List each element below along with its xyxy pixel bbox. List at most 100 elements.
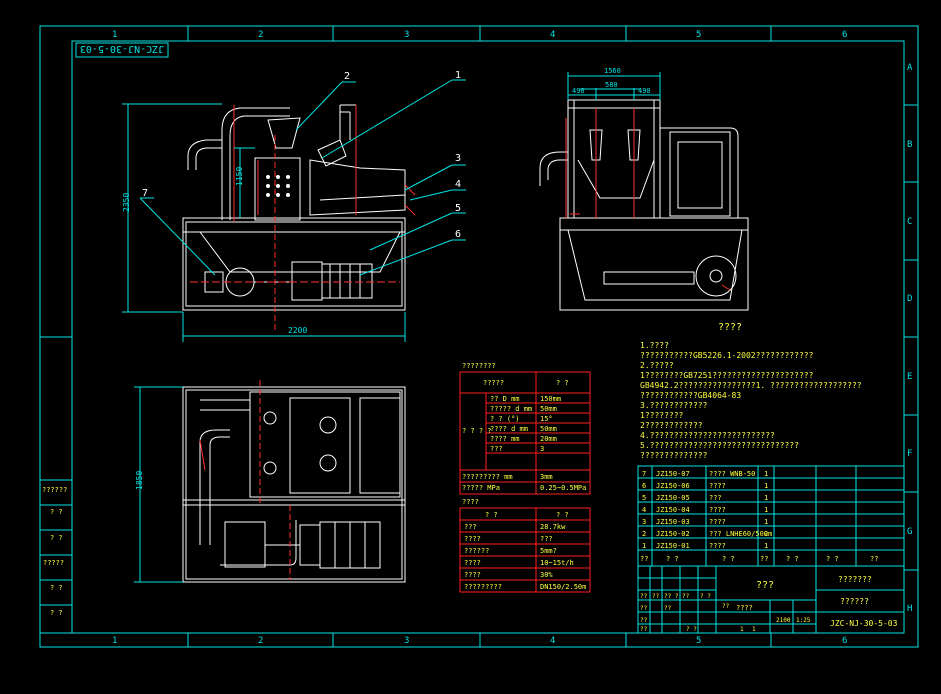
front-view (182, 104, 416, 330)
bom-row-1-no: 1 (642, 542, 646, 550)
row-label-F: F (907, 449, 912, 459)
tt1-header-value: ? ? (556, 379, 569, 387)
bom-row-7-qty: 1 (764, 470, 768, 478)
bom-row-4-name: ???? (709, 506, 726, 514)
tt1-row-8-value: 0.25~0.5MPa (540, 484, 586, 492)
col-label-top-6: 6 (842, 30, 847, 40)
callout-6: 6 (455, 229, 461, 240)
row-label-G: G (907, 527, 912, 537)
note-line-1: 1.???? (640, 341, 669, 350)
col-label-bot-3: 3 (404, 636, 409, 646)
top-view-dimensions (134, 386, 183, 583)
bom-table (637, 465, 905, 567)
title-company: ??????? (838, 575, 872, 584)
callout-4: 4 (455, 179, 461, 190)
tech-table-2-title: ???? (462, 498, 479, 506)
bom-row-4-code: JZ150-04 (656, 506, 690, 514)
tech-table-2 (459, 507, 591, 593)
title-drawing-name: ?????? (840, 597, 869, 606)
tt1-header-label: ????? (483, 379, 504, 387)
tt1-row-1-value: 150mm (540, 395, 561, 403)
tb-label-2: ?? (652, 593, 660, 600)
tb-label-12: 1 (740, 626, 744, 633)
col-label-top-2: 2 (258, 30, 263, 40)
side-view-hidden (565, 108, 731, 291)
tb-label-13: 1 (752, 626, 756, 633)
bom-header-remark: ?? (870, 555, 878, 563)
bom-row-4-no: 4 (642, 506, 646, 514)
note-line-9: 2???????????? (640, 421, 703, 430)
tt2-row-6-value: DN150/2.50m (540, 583, 586, 591)
callout-5: 5 (455, 203, 461, 214)
top-view-hidden (199, 380, 291, 580)
bom-row-7-no: 7 (642, 470, 646, 478)
tt2-row-4-label: ???? (464, 559, 481, 567)
note-line-4: 1????????GB7251????????????????????? (640, 371, 814, 380)
tt1-row-4-value: 50mm (540, 425, 557, 433)
left-strip-1: ?????? (42, 486, 67, 494)
callout-numbers: 1 2 3 4 5 6 7 (142, 70, 461, 240)
row-label-E: E (907, 372, 912, 382)
bom-row-6-no: 6 (642, 482, 646, 490)
left-strip (39, 479, 73, 634)
callout-2: 2 (344, 71, 350, 82)
callout-3: 3 (455, 153, 461, 164)
tt2-row-1-value: 28.7kw (540, 523, 566, 531)
note-line-8: 1???????? (640, 411, 684, 420)
tb-label-4: ?? (682, 593, 690, 600)
dim-height-upper: 1150 (235, 167, 244, 186)
callouts (139, 79, 466, 276)
bom-row-2-qty: 2 (764, 530, 768, 538)
bom-header-mat: ? ? (786, 555, 799, 563)
bom-row-7-name: ???? WNB-50 (709, 470, 755, 478)
title-block (637, 565, 905, 634)
col-label-top-3: 3 (404, 30, 409, 40)
dim-width: 2200 (288, 326, 307, 335)
tt1-row-3-value: 15° (540, 415, 553, 423)
bom-row-2-no: 2 (642, 530, 646, 538)
tt1-row-6-value: 3 (540, 445, 544, 453)
grid-labels: 1 2 3 4 5 6 1 2 3 4 5 6 A B C D E F G H (112, 30, 913, 646)
bom-row-3-qty: 1 (764, 518, 768, 526)
tt1-row-2-value: 50mm (540, 405, 557, 413)
col-label-top-5: 5 (696, 30, 701, 40)
bom-row-2-name: ??? LNHE60/500m (709, 530, 772, 538)
left-strip-6: ? ? (50, 609, 63, 617)
bom-row-2-code: JZ150-02 (656, 530, 690, 538)
bom-row-3-code: JZ150-03 (656, 518, 690, 526)
tt1-row-7-label: ????????? mm (462, 473, 513, 481)
col-label-bot-1: 1 (112, 636, 117, 646)
dim-height-total: 2350 (122, 193, 131, 212)
dim-left: 490 (572, 87, 585, 95)
rotated-drawing-number: JZC-NJ-30-5-03 (75, 42, 169, 58)
rotated-drawing-number-text: JZC-NJ-30-5-03 (80, 43, 164, 54)
row-label-A: A (907, 63, 913, 73)
side-view-dim-text: 1560 490 580 490 (572, 67, 651, 95)
tt2-row-5-value: 30% (540, 571, 553, 579)
side-view (539, 99, 749, 311)
bom-header-qty: ?? (760, 555, 768, 563)
bom-row-1-code: JZ150-01 (656, 542, 690, 550)
tt1-row-3-label: ? ? (°) (490, 415, 520, 423)
callout-7: 7 (142, 188, 148, 199)
dim-mid: 580 (605, 81, 618, 89)
note-line-6: ????????????GB4064-83 (640, 391, 741, 400)
bom-row-3-no: 3 (642, 518, 646, 526)
bom-row-7-code: JZ150-07 (656, 470, 690, 478)
note-line-5: GB4942.2????????????????1. ?????????????… (640, 381, 862, 390)
tb-label-10: ?? (722, 603, 730, 610)
col-label-bot-4: 4 (550, 636, 555, 646)
bom-row-6-code: JZ150-06 (656, 482, 690, 490)
side-view-caption: ???? (718, 322, 742, 333)
left-strip-text: ?????? ? ? ? ? ????? ? ? ? ? (42, 486, 67, 617)
tt1-row-2-label: ????? d mm (490, 405, 532, 413)
bom-header-no: ?? (640, 555, 648, 563)
tt2-row-2-value: ??? (540, 535, 553, 543)
dim-top-total: 1560 (604, 67, 621, 75)
tt2-header-value: ? ? (556, 511, 569, 519)
bom-row-5-name: ??? (709, 494, 722, 502)
tt2-row-5-label: ???? (464, 571, 481, 579)
dim-right: 490 (638, 87, 651, 95)
bom-row-5-code: JZ150-05 (656, 494, 690, 502)
